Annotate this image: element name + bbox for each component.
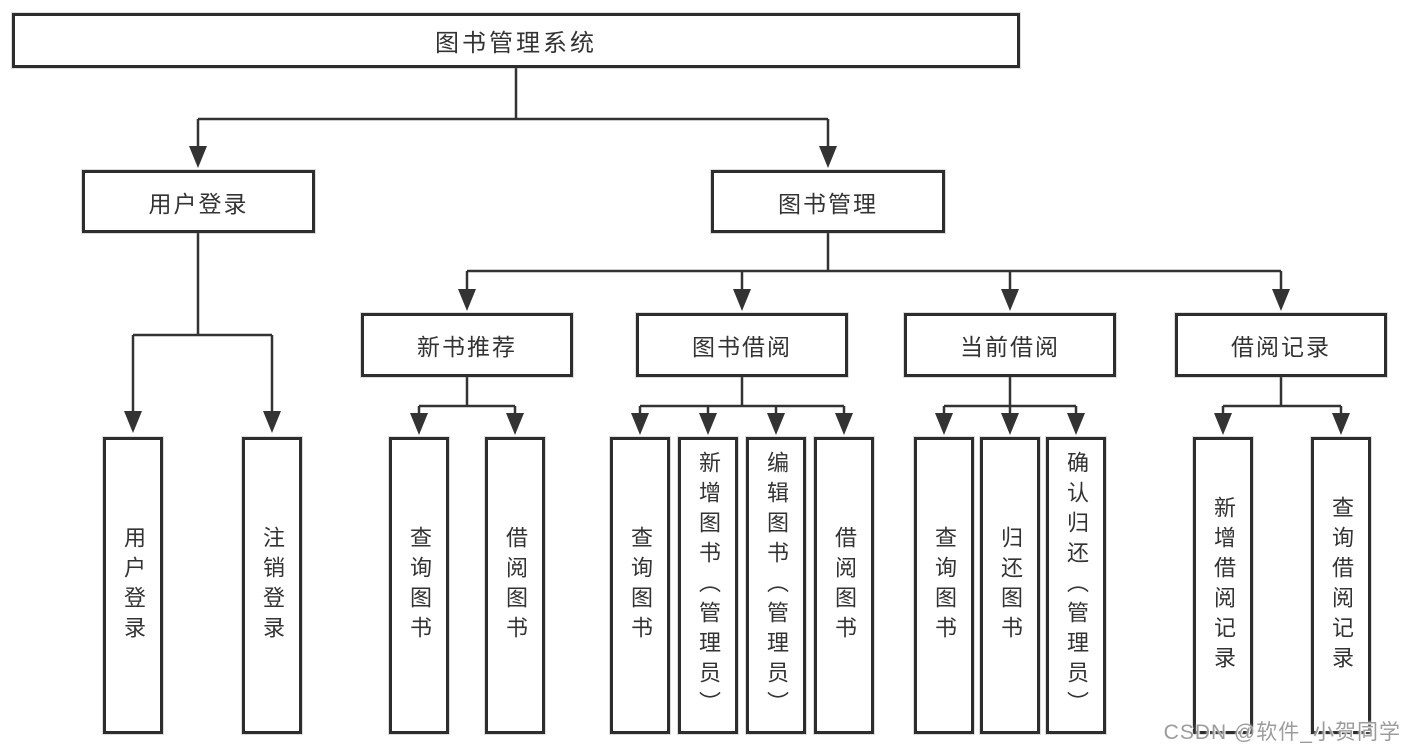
leaf-logout: 注销登录 [242,437,302,734]
leaf-user-login: 用户登录 [103,437,163,734]
node-book-management: 图书管理 [711,170,945,233]
node-library-system: 图书管理系统 [12,13,1020,68]
watermark-text: CSDN @软件_小贺同学 [1163,721,1401,744]
leaf-borrow-book: 借阅图书 [814,437,874,734]
leaf-query-book-borrow-label: 查询图书 [628,525,653,646]
leaf-add-borrow-record: 新增借阅记录 [1193,437,1253,734]
leaf-return-book-label: 归还图书 [998,525,1023,646]
node-user-login: 用户登录 [82,170,315,233]
node-book-borrow: 图书借阅 [636,313,848,377]
leaf-add-book-admin: 新增图书（管理员） [678,437,738,734]
leaf-edit-book-admin-label: 编辑图书（管理员） [764,450,789,721]
node-borrow-records-label: 借阅记录 [1231,334,1331,360]
leaf-confirm-return-admin-label: 确认归还（管理员） [1064,450,1089,721]
leaf-edit-book-admin: 编辑图书（管理员） [746,437,806,734]
leaf-query-book-current-label: 查询图书 [932,525,957,646]
leaf-query-book-recommend: 查询图书 [389,437,449,734]
node-book-borrow-label: 图书借阅 [692,334,792,360]
leaf-confirm-return-admin: 确认归还（管理员） [1046,437,1106,734]
leaf-add-book-admin-label: 新增图书（管理员） [696,450,721,721]
node-user-login-label: 用户登录 [148,190,249,217]
leaf-user-login-label: 用户登录 [121,525,146,646]
node-current-borrow: 当前借阅 [904,313,1116,377]
leaf-query-borrow-record: 查询借阅记录 [1311,437,1371,734]
leaf-borrow-book-label: 借阅图书 [832,525,857,646]
leaf-query-book-recommend-label: 查询图书 [407,525,432,646]
leaf-query-borrow-record-label: 查询借阅记录 [1329,495,1354,676]
leaf-borrow-book-recommend: 借阅图书 [485,437,545,734]
node-current-borrow-label: 当前借阅 [960,334,1060,360]
leaf-borrow-book-recommend-label: 借阅图书 [503,525,528,646]
node-new-book-recommend-label: 新书推荐 [417,334,517,360]
node-borrow-records: 借阅记录 [1175,313,1387,377]
leaf-add-borrow-record-label: 新增借阅记录 [1211,495,1236,676]
arrowheads [124,146,1350,435]
leaf-query-book-current: 查询图书 [914,437,974,734]
leaf-logout-label: 注销登录 [260,525,285,646]
node-book-management-label: 图书管理 [778,190,878,217]
node-new-book-recommend: 新书推荐 [361,313,573,377]
leaf-return-book: 归还图书 [980,437,1040,734]
leaf-query-book-borrow: 查询图书 [610,437,670,734]
node-library-system-label: 图书管理系统 [435,30,597,57]
